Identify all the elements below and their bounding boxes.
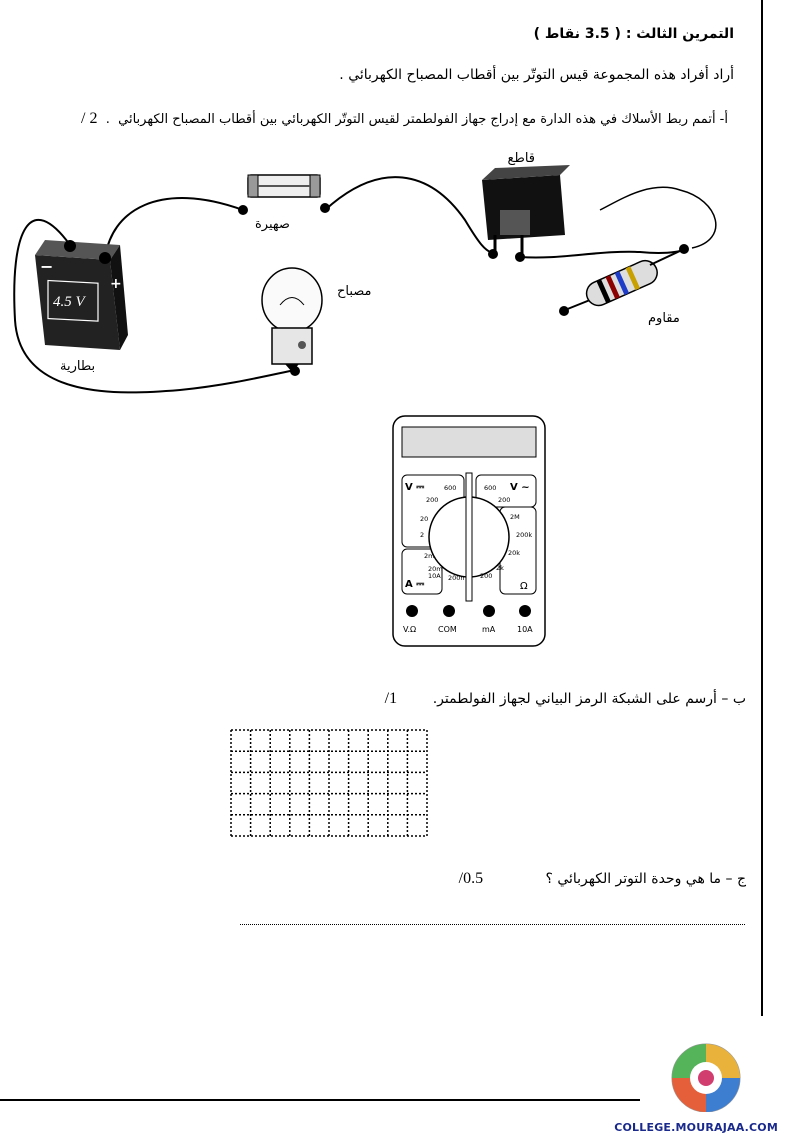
- range-label: 200k: [516, 531, 532, 539]
- page-frame-bottom: [0, 1099, 640, 1101]
- battery-value: 4.5 V: [53, 294, 87, 310]
- terminals: V.Ω COM mA 10A: [403, 605, 533, 634]
- multimeter: V ⎓ V ~ A ⎓ Ω 600 200 20 2 2m 20m 10A 20…: [392, 415, 546, 647]
- circuit-diagram: 4.5 V − +: [13, 151, 717, 394]
- exercise-intro: أراد أفراد هذه المجموعة قيس التوتّر بين …: [339, 67, 734, 83]
- fuse-icon: [238, 174, 330, 215]
- resistor-icon: [559, 244, 689, 316]
- part-b-text: ب – أرسم على الشبكة الرمز البياني لجهاز …: [385, 690, 746, 708]
- range-label: 2k: [496, 564, 504, 572]
- range-label: 200: [426, 496, 438, 504]
- wire-battery-lamp: [13, 219, 296, 394]
- lamp-icon: [261, 267, 323, 376]
- terminal-label: COM: [438, 625, 457, 634]
- range-label: 600: [484, 484, 496, 492]
- lamp-label: مصباح: [337, 284, 372, 299]
- switch-label: قاطع: [508, 151, 535, 166]
- site-url: COLLEGE.MOURAJAA.COM: [614, 1121, 778, 1134]
- battery-plus: +: [110, 276, 122, 292]
- wire-switch-resistor: [519, 247, 685, 259]
- terminal-jack: [519, 605, 531, 617]
- battery-icon: 4.5 V − +: [35, 240, 128, 350]
- range-label: 600: [444, 484, 456, 492]
- battery-minus: −: [40, 257, 53, 276]
- range-label: 200: [498, 496, 510, 504]
- amp-label: A ⎓: [405, 579, 424, 590]
- part-a-text: أ- أتمم ربط الأسلاك في هذه الدارة مع إدر…: [81, 110, 728, 127]
- terminal-label: mA: [482, 625, 496, 634]
- terminal-label: 10A: [517, 625, 533, 634]
- fuse-label: صهيرة: [255, 217, 290, 232]
- range-label: 2m: [424, 552, 434, 560]
- range-label: 200: [480, 572, 492, 580]
- page-frame-right: [761, 0, 763, 1016]
- part-a-instruction: أ- أتمم ربط الأسلاك في هذه الدارة مع إدر…: [118, 112, 728, 127]
- battery-label: بطارية: [60, 359, 95, 374]
- vac-label: V ~: [510, 482, 530, 493]
- exercise-title: التمرين الثالث : ( 3.5 نقاط ): [533, 26, 734, 42]
- range-label: 2M: [510, 513, 520, 521]
- ohm-label: Ω: [520, 581, 528, 592]
- terminal-jack: [443, 605, 455, 617]
- range-label: 20: [420, 515, 428, 523]
- site-logo: [671, 1043, 741, 1112]
- terminal-jack: [406, 605, 418, 617]
- vdc-label: V ⎓: [405, 482, 424, 493]
- wire-fuse-switch: [324, 176, 493, 254]
- drawing-grid[interactable]: [229, 728, 429, 838]
- part-c-question: ج – ما هي وحدة التوتر الكهربائي ؟: [545, 871, 746, 887]
- part-a-mark: 2 /: [81, 110, 98, 127]
- range-label: 10A: [428, 572, 441, 580]
- part-c-mark: 0.5/: [458, 870, 484, 887]
- resistor-label: مقاوم: [648, 311, 680, 326]
- range-label: 20m: [428, 565, 443, 573]
- range-label: 2: [420, 531, 424, 539]
- terminal-jack: [483, 605, 495, 617]
- part-b-mark: 1/: [384, 690, 398, 707]
- range-label: 200m: [448, 574, 467, 582]
- switch-icon: [482, 165, 570, 262]
- range-label: 20k: [508, 549, 520, 557]
- terminal-label: V.Ω: [403, 625, 416, 634]
- wire-loop: [599, 186, 717, 249]
- part-c-text: ج – ما هي وحدة التوتر الكهربائي ؟ 0.5/: [459, 870, 746, 888]
- part-b-instruction: ب – أرسم على الشبكة الرمز البياني لجهاز …: [432, 691, 746, 707]
- wire-battery-fuse: [104, 197, 244, 261]
- multimeter-display: [401, 426, 537, 458]
- answer-line[interactable]: [240, 912, 745, 925]
